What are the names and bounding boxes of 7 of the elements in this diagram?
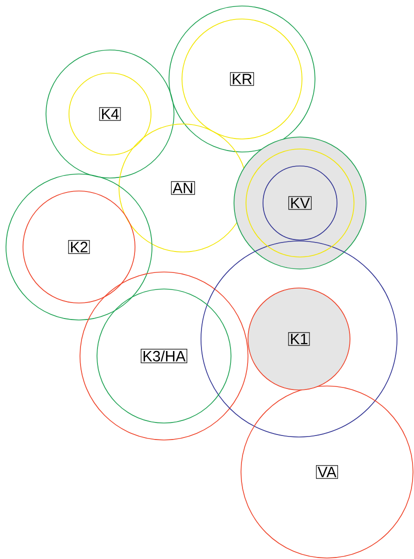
circle bbox=[168, 6, 316, 152]
circle bbox=[46, 50, 174, 178]
circle bbox=[80, 272, 248, 440]
circle bbox=[246, 148, 354, 258]
circle bbox=[234, 136, 366, 270]
circle bbox=[6, 174, 152, 320]
circle bbox=[200, 240, 398, 438]
